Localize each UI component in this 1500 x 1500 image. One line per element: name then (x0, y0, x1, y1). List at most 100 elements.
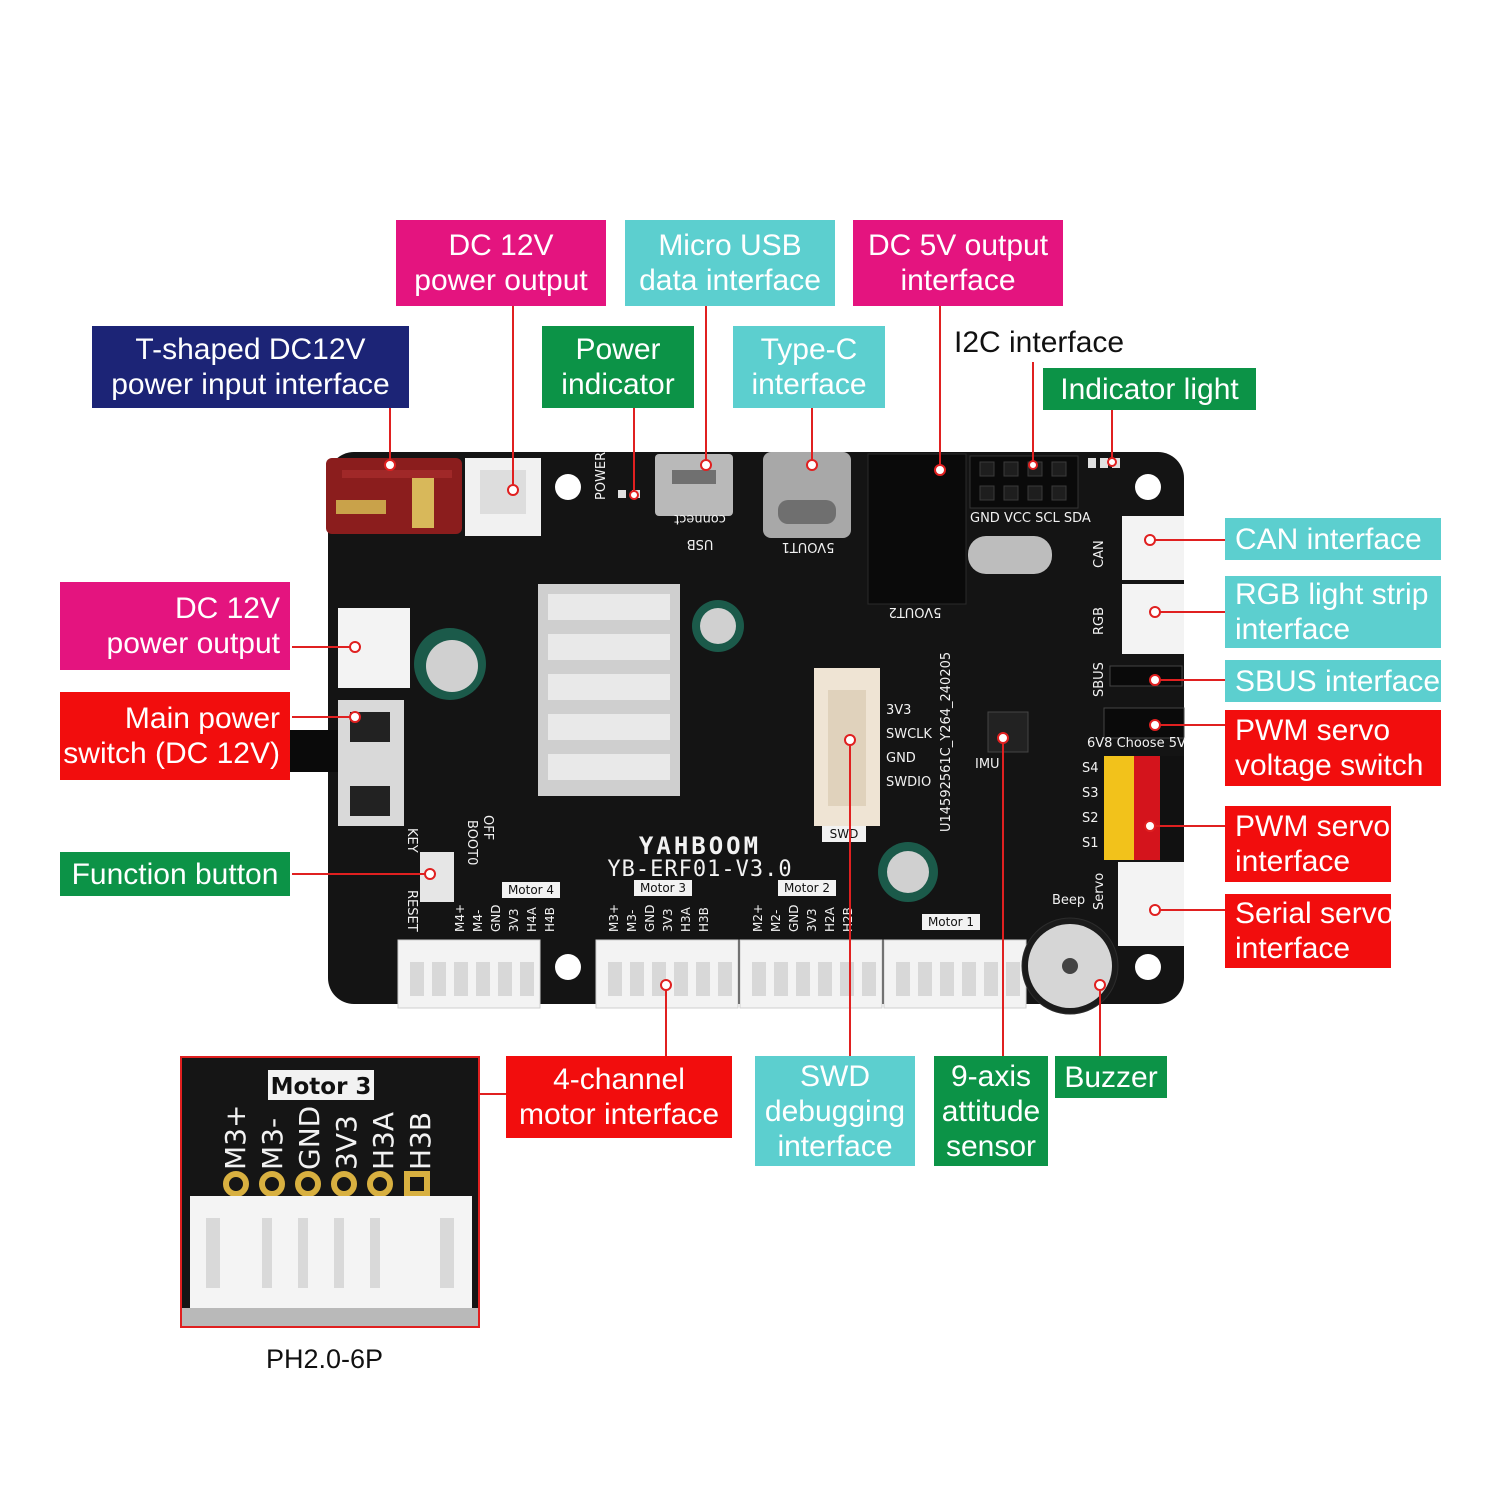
m3-pin: GND (643, 904, 657, 932)
svg-text:RGB: RGB (1092, 607, 1107, 635)
mounting-hole (1135, 474, 1161, 500)
m2-pin: M2+ (751, 904, 765, 932)
svg-text:6V8 Choose 5V: 6V8 Choose 5V (1087, 736, 1186, 751)
m2-pin: 3V3 (805, 909, 819, 932)
m3-pin: H3B (697, 907, 711, 932)
zoom-pin: GND (293, 1106, 326, 1170)
imu-chip (987, 711, 1029, 753)
crystal (968, 536, 1052, 574)
m4-pin: M4+ (453, 904, 467, 932)
m4-pin: M4- (471, 910, 485, 932)
imu-tag: IMU (975, 757, 1000, 772)
svg-text:OFF: OFF (480, 815, 495, 840)
board-brand: YAHBOOM (639, 832, 761, 860)
svg-text:Servo: Servo (1092, 873, 1107, 910)
svg-text:CAN: CAN (1092, 540, 1107, 568)
m2-pin: M2- (769, 910, 783, 932)
svg-text:BOOT0: BOOT0 (464, 820, 479, 865)
t-connector (326, 458, 462, 534)
m3-pin: M3+ (607, 904, 621, 932)
m2-pin: H2B (841, 907, 855, 932)
swd-tag: SWD (830, 827, 859, 841)
serial-servo-connector (1118, 862, 1184, 946)
voltage-jumper (1103, 707, 1185, 739)
mounting-hole (555, 954, 581, 980)
m2-pin: H2A (823, 906, 837, 932)
m4-pin: H4A (525, 906, 539, 932)
beep-tag: Beep (1052, 893, 1085, 908)
label-sbus: SBUS interface (1225, 660, 1441, 702)
board-model: YB-ERF01-V3.0 (607, 857, 792, 882)
svg-text:S3: S3 (1082, 786, 1099, 801)
motor4-tag: Motor 4 (508, 883, 554, 897)
m2-pin: GND (787, 904, 801, 932)
svg-text:connect: connect (674, 511, 726, 526)
mounting-hole (1135, 954, 1161, 980)
micro-usb-port (655, 454, 733, 516)
dc5v-barrel (867, 453, 967, 605)
sbus-header (1109, 665, 1183, 687)
svg-text:S2: S2 (1082, 811, 1099, 826)
svg-text:S1: S1 (1082, 836, 1099, 851)
svg-text:RESET: RESET (404, 890, 419, 932)
main-power-switch (288, 700, 404, 826)
swd-pin-3v3: 3V3 (886, 703, 911, 718)
svg-text:KEY: KEY (404, 828, 419, 853)
motor3-zoom-inset: Motor 3 M3+ M3- GND 3V3 H3A H3B (180, 1056, 480, 1328)
svg-text:USB: USB (687, 536, 714, 551)
swd-pin-swclk: SWCLK (886, 727, 932, 742)
motor2-tag: Motor 2 (784, 881, 830, 895)
motor1-tag: Motor 1 (928, 915, 974, 929)
board-serial: U14592561C_Y264_240205 (939, 652, 954, 832)
zoom-title: Motor 3 (271, 1074, 372, 1100)
heatsink (538, 584, 680, 796)
zoom-pin: H3A (367, 1112, 400, 1170)
motor3-tag: Motor 3 (640, 881, 686, 895)
label-buzzer: Buzzer (1055, 1056, 1167, 1098)
can-connector (1122, 516, 1184, 580)
swd-pin-swdio: SWDIO (886, 775, 931, 790)
m4-pin: H4B (543, 907, 557, 932)
m3-pin: M3- (625, 910, 639, 932)
m3-pin: 3V3 (661, 909, 675, 932)
label-indicator-light: Indicator light (1043, 368, 1256, 410)
label-ph20-6p: PH2.0-6P (266, 1344, 384, 1374)
rgb-connector (1122, 584, 1184, 654)
m3-pin: H3A (679, 906, 693, 932)
svg-text:S4: S4 (1082, 761, 1099, 776)
zoom-pin: M3+ (219, 1105, 252, 1170)
leader-lines (292, 306, 1225, 1095)
svg-text:5VOUT1: 5VOUT1 (782, 539, 835, 554)
svg-text:5VOUT2: 5VOUT2 (889, 604, 942, 619)
zoom-pin: M3- (256, 1118, 289, 1170)
i2c-pin-labels: GND VCC SCL SDA (970, 511, 1091, 526)
zoom-pin: H3B (404, 1112, 437, 1170)
m4-pin: GND (489, 904, 503, 932)
mounting-hole (555, 474, 581, 500)
label-i2c: I2C interface (954, 326, 1125, 359)
m4-pin: 3V3 (507, 909, 521, 932)
zoom-pin: 3V3 (330, 1115, 363, 1170)
swd-pin-gnd: GND (886, 751, 916, 766)
label-can: CAN interface (1225, 518, 1441, 560)
svg-text:SBUS: SBUS (1092, 662, 1107, 697)
svg-text:POWER: POWER (594, 452, 609, 500)
pwm-servo-header (1104, 756, 1184, 860)
label-function-button: Function button (60, 852, 290, 896)
